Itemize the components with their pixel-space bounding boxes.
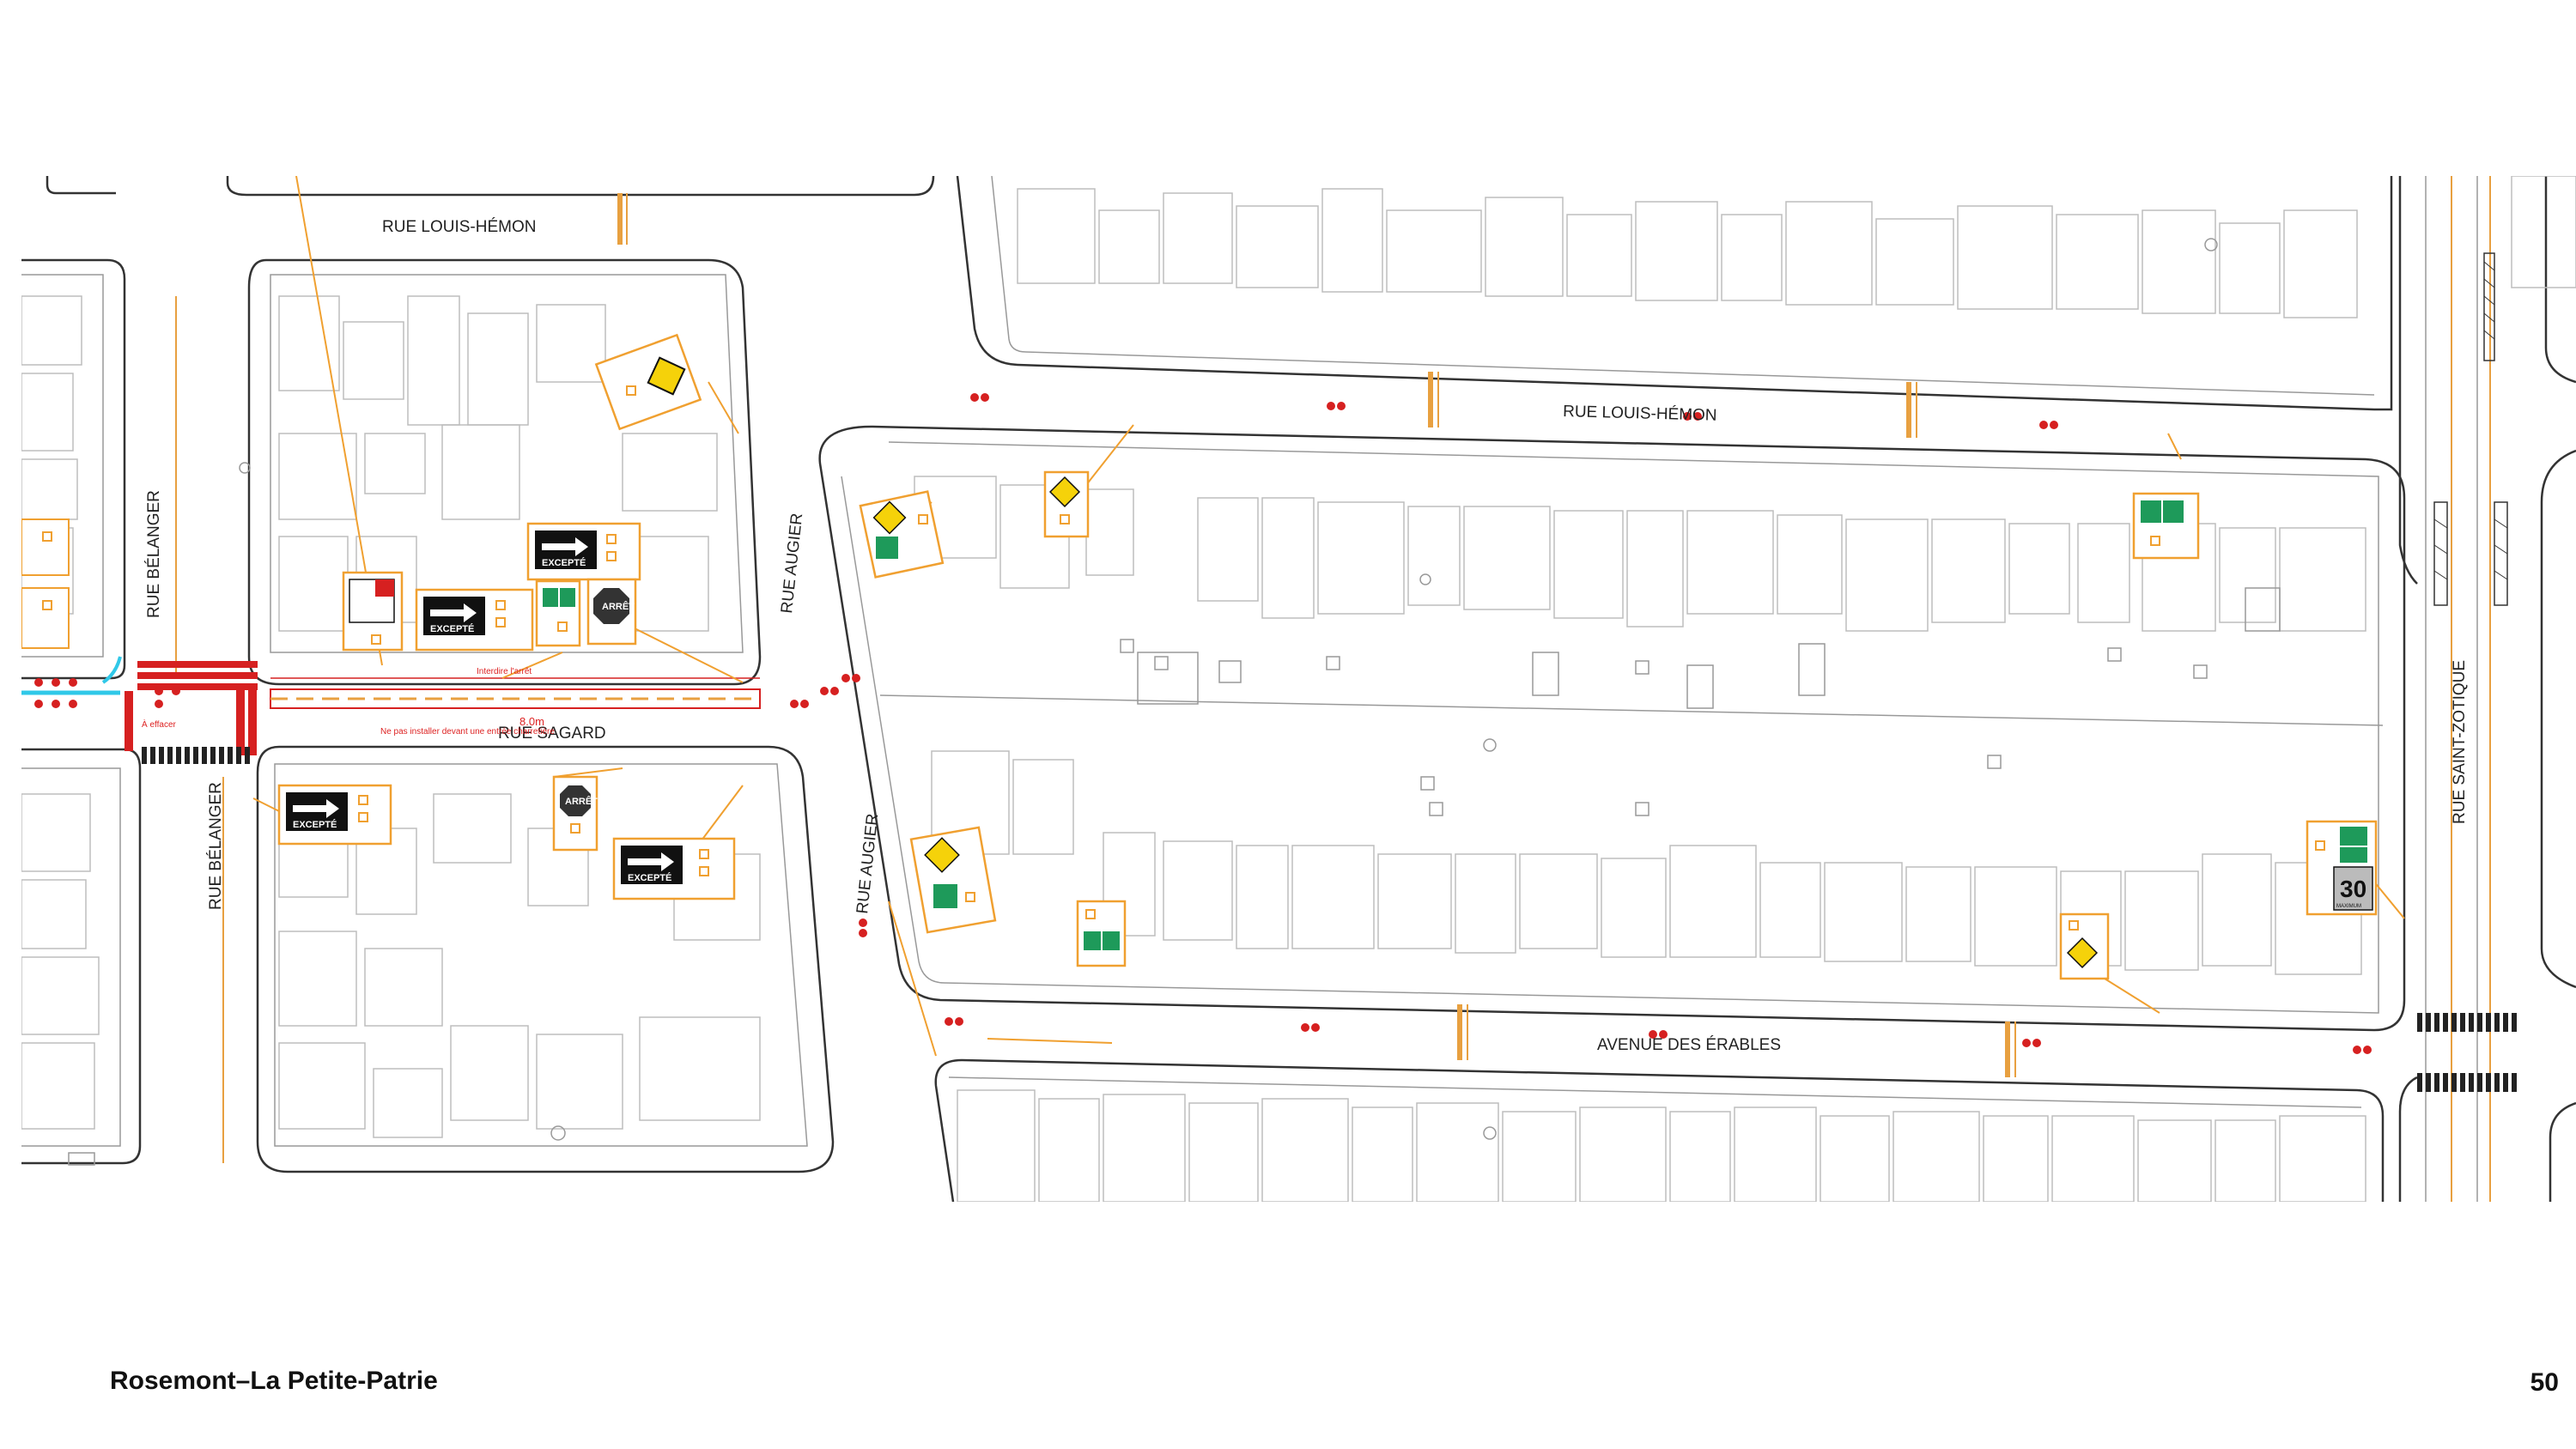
crosswalk-markings [21, 252, 2517, 1092]
speed-limit-value: 30 [2340, 876, 2366, 902]
label-avenue-des-erables: AVENUE DES ÉRABLES [1597, 1036, 1781, 1054]
label-rue-saint-zotique: RUE SAINT-ZOTIQUE [2451, 660, 2469, 824]
label-rue-belanger-bottom: RUE BÉLANGER [207, 782, 225, 910]
note-a-effacer: À effacer [142, 718, 177, 730]
sign-excepte-label-1: EXCEPTÉ [542, 557, 586, 568]
note-width: 8.0m [519, 715, 544, 728]
one-way-sign-3: EXCEPTÉ [277, 784, 392, 846]
label-rue-louis-hemon-right: RUE LOUIS-HÉMON [1563, 403, 1717, 425]
note-interdire-arret: Interdire l'arrêt [477, 667, 532, 676]
sign-excepte-label-2: EXCEPTÉ [430, 623, 474, 634]
plan-svg: EXCEPTÉ EXCEPTÉ ARRÊT [21, 176, 2576, 1202]
stop-sign-1: ARRÊT [586, 578, 637, 646]
property-lines [21, 176, 2478, 1202]
augier-bike-sign-bottom [909, 826, 997, 934]
bike-markings [34, 393, 2372, 1054]
small-features [68, 238, 2281, 1166]
stop-sign-label-1: ARRÊT [602, 601, 635, 612]
label-rue-louis-hemon-left: RUE LOUIS-HÉMON [382, 218, 536, 236]
left-edge-tags [21, 518, 70, 649]
speed-bumps [617, 193, 2010, 1077]
bike-warning-sign-right [2059, 912, 2110, 980]
speed-limit-sign: 30 MAXIMUM [2306, 820, 2378, 916]
green-bike-sign-1 [535, 579, 581, 647]
footer-borough-title: Rosemont–La Petite-Patrie [110, 1367, 438, 1395]
green-bike-sign-right [2132, 492, 2200, 560]
curb-lines [21, 176, 2576, 1202]
sign-panels: EXCEPTÉ EXCEPTÉ ARRÊT [21, 333, 2378, 980]
stop-sign-label-2: ARRÊT [565, 796, 598, 807]
note-ne-pas-installer: Ne pas installer devant une entrée charr… [380, 727, 555, 737]
one-way-sign-1: EXCEPTÉ [526, 522, 641, 581]
site-plan-map: EXCEPTÉ EXCEPTÉ ARRÊT [21, 176, 2576, 1202]
street-labels: RUE LOUIS-HÉMON RUE LOUIS-HÉMON RUE BÉLA… [145, 218, 2469, 1054]
page-number: 50 [2530, 1368, 2559, 1397]
no-entry-sign [342, 571, 404, 652]
augier-bike-sign-2 [1043, 470, 1090, 538]
sign-excepte-label-4: EXCEPTÉ [628, 872, 671, 883]
green-turn-sign [1076, 900, 1127, 967]
one-way-sign-4: EXCEPTÉ [612, 837, 736, 900]
buildings [21, 176, 2576, 1202]
stop-sign-2: ARRÊT [552, 775, 598, 852]
sign-excepte-label-3: EXCEPTÉ [293, 819, 337, 830]
augier-bike-sign-top [859, 490, 945, 579]
speed-limit-label: MAXIMUM [2336, 904, 2361, 909]
red-notes: 8.0m À effacer Interdire l'arrêt Ne pas … [142, 667, 555, 737]
one-way-sign-2: EXCEPTÉ [415, 588, 534, 652]
label-rue-sagard: RUE SAGARD [498, 724, 606, 743]
bike-warning-sign-1 [594, 333, 702, 431]
label-rue-belanger-top: RUE BÉLANGER [145, 490, 163, 618]
